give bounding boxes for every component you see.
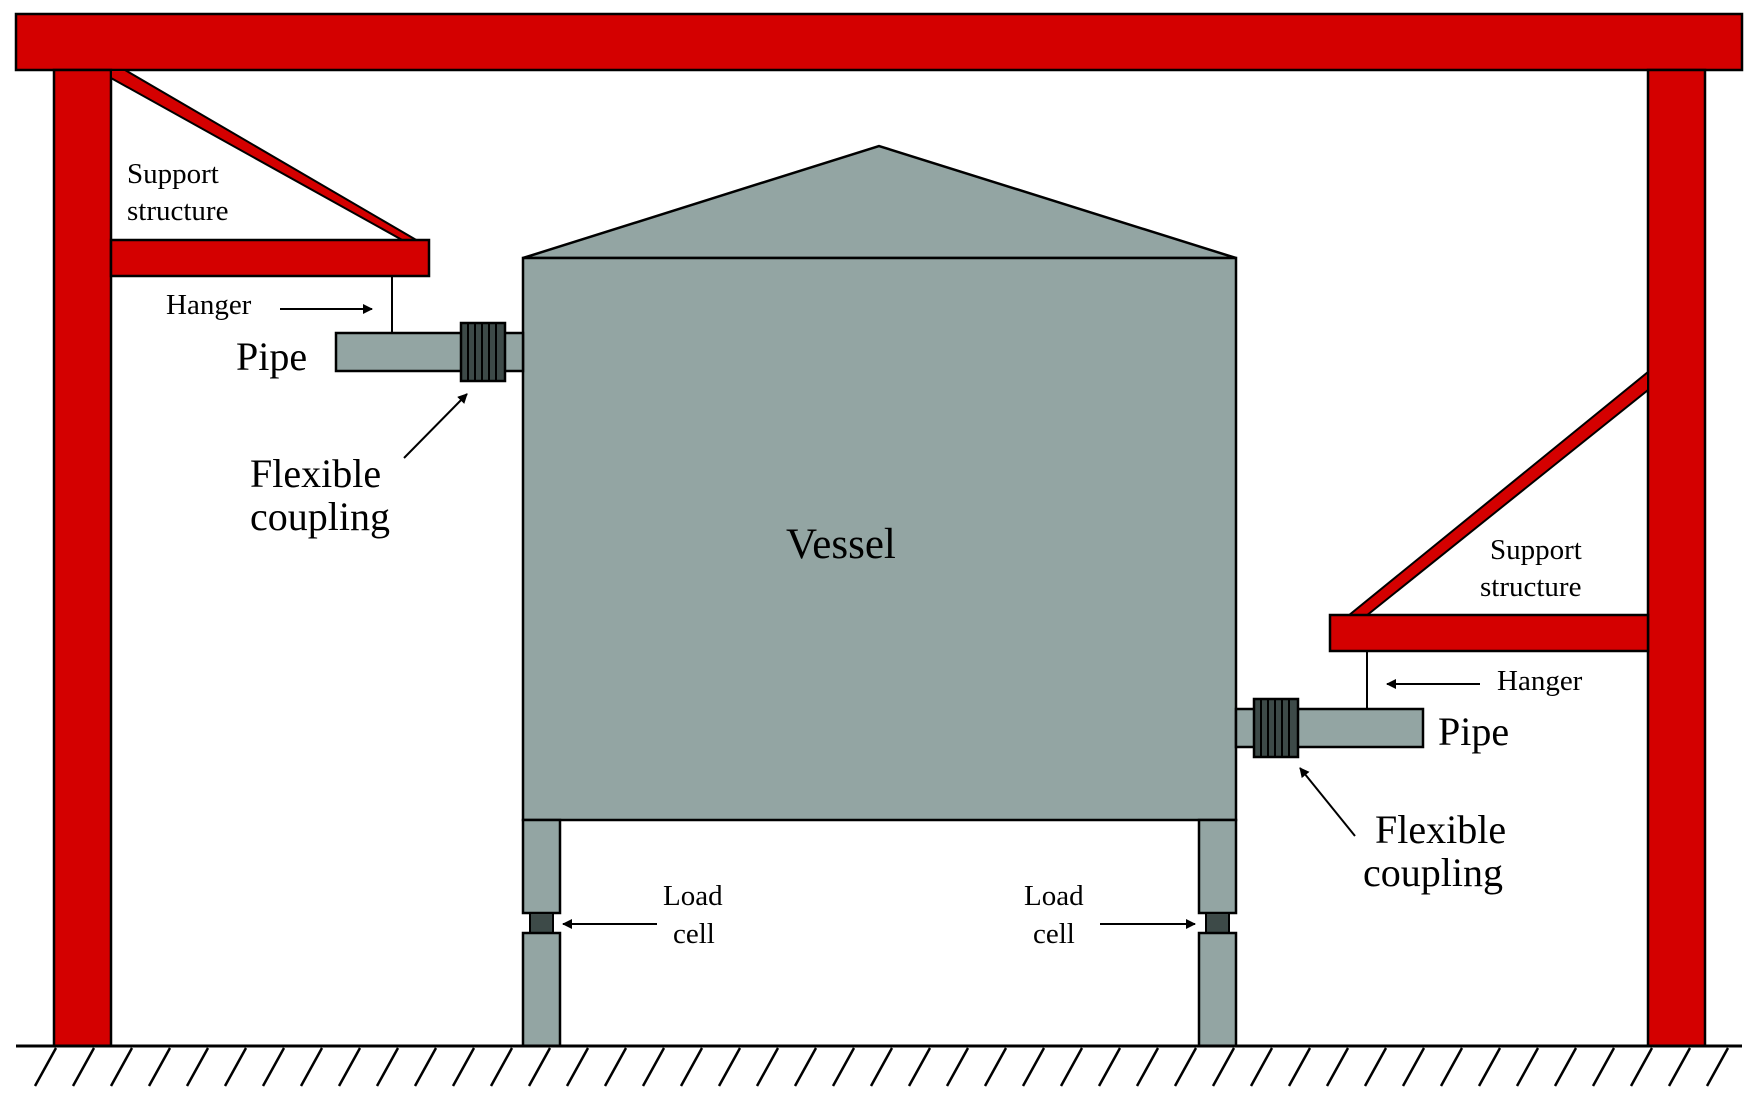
ground-hatch-mark (1097, 1047, 1122, 1087)
ground-hatch-mark (1325, 1047, 1350, 1087)
ground-hatch-mark (1401, 1047, 1426, 1087)
right-support-label-1: Support (1490, 534, 1582, 566)
ground-hatch-mark (1059, 1047, 1084, 1087)
right-support-arm (1328, 613, 1650, 653)
ground-hatch-mark (71, 1047, 96, 1087)
ground-hatch-mark (109, 1047, 134, 1087)
ground-hatch-mark (679, 1047, 704, 1087)
ground-hatch-mark (1629, 1047, 1654, 1087)
ground-hatch-mark (603, 1047, 628, 1087)
right-flexible-coupling (1252, 697, 1300, 759)
left-support-arm (109, 238, 431, 278)
ground-hatch-mark (1287, 1047, 1312, 1087)
left-column (52, 68, 113, 1048)
ground-hatch-mark (413, 1047, 438, 1087)
right-coupling-label-2: coupling (1363, 850, 1503, 895)
ground-hatch-mark (1477, 1047, 1502, 1087)
ground-hatch-mark (261, 1047, 286, 1087)
top-beam (14, 12, 1744, 72)
ground-hatch-mark (299, 1047, 324, 1087)
right-leg-lower (1197, 931, 1238, 1048)
ground-hatch-mark (945, 1047, 970, 1087)
ground-hatch-mark (1021, 1047, 1046, 1087)
ground-hatch-mark (983, 1047, 1008, 1087)
ground-hatch-mark (1211, 1047, 1236, 1087)
ground-hatch-mark (147, 1047, 172, 1087)
ground-hatch-mark (641, 1047, 666, 1087)
ground-hatch-mark (1249, 1047, 1274, 1087)
right-column (1646, 68, 1707, 1048)
right-coupling-arrow (1299, 767, 1356, 837)
ground-hatch-mark (907, 1047, 932, 1087)
right-pipe-label: Pipe (1438, 709, 1509, 754)
vessel-body (521, 256, 1238, 822)
left-coupling-label-2: coupling (250, 494, 390, 539)
left-hanger-label: Hanger (166, 289, 252, 321)
ground-hatch-mark (451, 1047, 476, 1087)
ground-hatch-mark (1135, 1047, 1160, 1087)
left-leg-lower (521, 931, 562, 1048)
ground-hatch-mark (185, 1047, 210, 1087)
ground-hatch-mark (1553, 1047, 1578, 1087)
ground-hatch-mark (1667, 1047, 1692, 1087)
vessel-roof (522, 144, 1237, 260)
ground-hatch-mark (489, 1047, 514, 1087)
ground-hatch-mark (869, 1047, 894, 1087)
ground-hatch-mark (337, 1047, 362, 1087)
ground-hatch-mark (1363, 1047, 1388, 1087)
ground-hatch-mark (793, 1047, 818, 1087)
ground-hatch-mark (375, 1047, 400, 1087)
left-pipe-label: Pipe (236, 334, 307, 379)
ground-hatch-mark (831, 1047, 856, 1087)
right-support-label-2: structure (1480, 571, 1581, 603)
ground-hatch-mark (1173, 1047, 1198, 1087)
right-coupling-label-1: Flexible (1375, 807, 1506, 852)
ground-hatch-mark (1591, 1047, 1616, 1087)
left-support-label-1: Support (127, 158, 219, 190)
right-load-cell (1205, 912, 1230, 934)
left-load-cell (529, 912, 554, 934)
right-load-cell-label-2: cell (1033, 918, 1075, 950)
left-load-cell-label-1: Load (663, 880, 723, 912)
left-load-cell-label-2: cell (673, 918, 715, 950)
left-support-label-2: structure (127, 195, 228, 227)
ground-hatch-mark (717, 1047, 742, 1087)
left-flexible-coupling (459, 321, 507, 383)
ground-hatch-mark (1515, 1047, 1540, 1087)
ground-hatch-mark (223, 1047, 248, 1087)
ground-hatch-mark (1439, 1047, 1464, 1087)
ground (16, 1044, 1742, 1087)
left-coupling-arrow (403, 393, 468, 459)
ground-hatch-mark (565, 1047, 590, 1087)
right-leg-upper (1197, 818, 1238, 915)
ground-hatch-mark (527, 1047, 552, 1087)
vessel-label: Vessel (786, 521, 896, 568)
left-leg-upper (521, 818, 562, 915)
right-hanger-label: Hanger (1497, 665, 1583, 697)
ground-hatch-mark (1705, 1047, 1730, 1087)
ground-hatch-mark (33, 1047, 58, 1087)
ground-hatch-mark (755, 1047, 780, 1087)
left-coupling-label-1: Flexible (250, 451, 381, 496)
right-load-cell-label-1: Load (1024, 880, 1084, 912)
